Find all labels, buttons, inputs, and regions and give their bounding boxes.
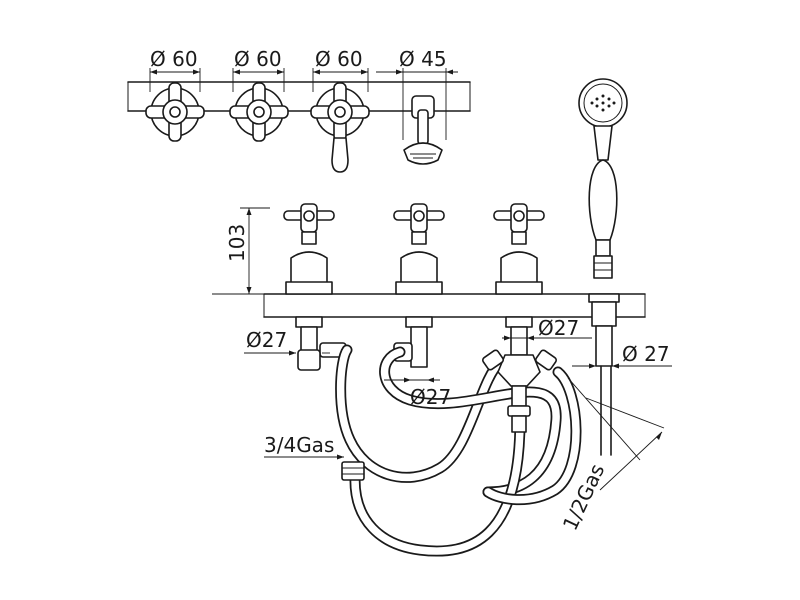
- spout-top: [331, 137, 349, 173]
- hoses: [335, 344, 582, 557]
- dia-right-valve-label: Ø27: [538, 316, 579, 340]
- top-dimension-lines: [149, 68, 458, 140]
- top-dim-1: Ø 60: [150, 47, 198, 71]
- top-view: Ø 60 Ø 60 Ø 60 Ø 45: [127, 47, 471, 173]
- cross-handle-top-1: [145, 82, 205, 142]
- inlet-connector: [341, 461, 365, 481]
- top-dim-4: Ø 45: [399, 47, 447, 71]
- shower-holder-top: [403, 95, 443, 165]
- thread-left-label: 3/4Gas: [264, 433, 334, 457]
- height-dimension: 103: [225, 224, 249, 262]
- cross-handle-top-3: [310, 82, 370, 142]
- diverter-block: [481, 349, 558, 433]
- dia-middle-label: Ø27: [410, 385, 451, 409]
- dia-left-label: Ø27: [246, 328, 287, 352]
- cross-handle-top-2: [229, 82, 289, 142]
- hand-shower: [578, 78, 628, 279]
- dia-shower-label: Ø 27: [622, 342, 670, 366]
- valve-right: [493, 203, 545, 356]
- top-dim-3: Ø 60: [315, 47, 363, 71]
- top-dim-2: Ø 60: [234, 47, 282, 71]
- side-dimension-lines: [244, 335, 672, 491]
- shower-outlet: [588, 293, 620, 456]
